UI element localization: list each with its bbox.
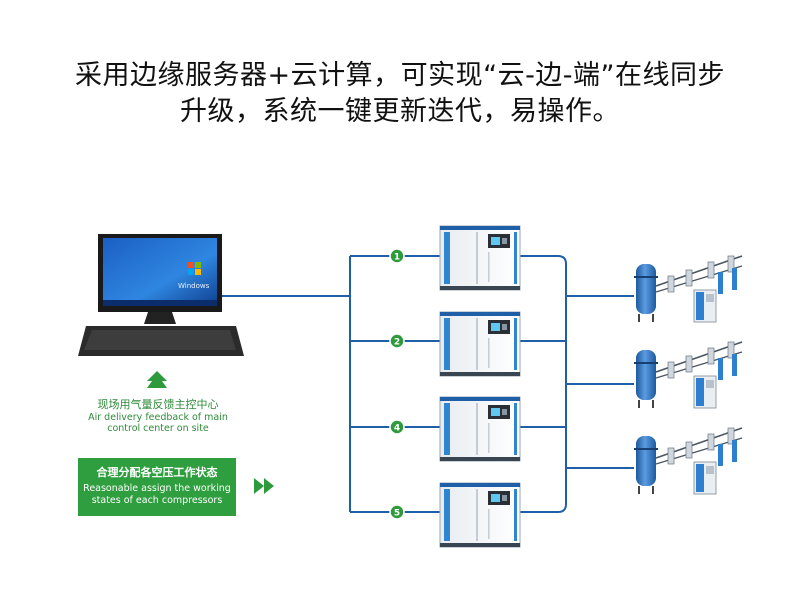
network-lines	[222, 255, 634, 513]
assign-label-en-1: Reasonable assign the working	[83, 483, 231, 494]
badge-number: 4	[394, 424, 400, 434]
control-computer: Windows	[78, 234, 244, 356]
assign-label-cn: 合理分配各空压工作状态	[97, 465, 218, 479]
badge-number: 5	[394, 509, 400, 519]
feedback-up-arrow-icon	[147, 371, 167, 388]
screen-logo-text: Windows	[178, 282, 210, 290]
badge-compressor-5: 5	[389, 504, 405, 520]
bus-right-loop	[520, 255, 567, 513]
badge-compressor-2: 2	[389, 333, 405, 349]
air-tank-group-1	[633, 255, 743, 323]
feedback-label-en-2: control center on site	[107, 423, 209, 434]
compressor-1	[439, 225, 521, 291]
headline-line-2: 升级，系统一键更新迭代，易操作。	[180, 96, 620, 127]
badge-compressor-4: 4	[389, 419, 405, 435]
badge-number: 1	[394, 253, 400, 263]
windows-logo-icon	[188, 262, 201, 275]
air-tank-group-3	[633, 427, 743, 495]
compressor-5	[439, 482, 521, 548]
air-tank-group-2	[633, 341, 743, 409]
feedback-label-en-1: Air delivery feedback of main	[88, 412, 228, 423]
compressor-4	[439, 396, 521, 462]
headline-line-1: 采用边缘服务器+云计算，可实现“云-边-端”在线同步	[74, 60, 726, 91]
compressor-2	[439, 311, 521, 377]
badge-compressor-1: 1	[389, 248, 405, 264]
assign-box: 合理分配各空压工作状态 Reasonable assign the workin…	[78, 458, 236, 516]
badge-number: 2	[394, 338, 400, 348]
feedback-label-cn: 现场用气量反馈主控中心	[98, 397, 219, 411]
double-right-arrow-icon	[254, 478, 274, 494]
monitor-stand	[144, 312, 176, 324]
assign-label-en-2: states of each compressors	[92, 495, 223, 506]
headline: 采用边缘服务器+云计算，可实现“云-边-端”在线同步 升级，系统一键更新迭代，易…	[0, 58, 800, 130]
